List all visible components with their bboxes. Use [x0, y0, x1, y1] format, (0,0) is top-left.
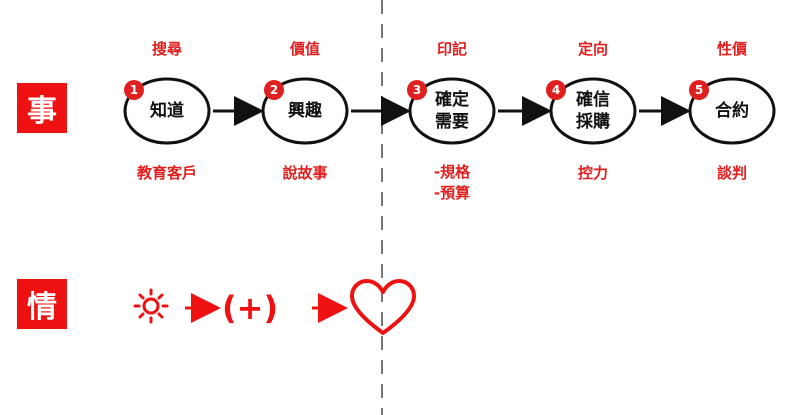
- stage-4-bottom-label: 控力: [538, 162, 648, 183]
- stage-3-node-line-2: 需要: [435, 112, 469, 132]
- stage-5-bottom-label: 談判: [677, 162, 787, 183]
- stage-3-node-label: 確定 需要: [412, 89, 492, 133]
- stage-4-node-line-2: 採購: [576, 112, 610, 132]
- stage-3-bottom-line-2: -預算: [433, 184, 471, 202]
- node-circle-1: [123, 77, 211, 145]
- stage-1-bottom-label: 教育客戶: [112, 162, 222, 183]
- stage-1-bottom-line-1: 教育客戶: [136, 164, 197, 182]
- stage-2-bottom-line-1: 說故事: [282, 164, 328, 182]
- stage-2-top-label: 價值: [289, 40, 320, 58]
- stage-4-number-badge: 4: [546, 80, 566, 100]
- stage-3-number-badge: 3: [407, 80, 427, 100]
- stage-3-node-line-1: 確定: [435, 90, 469, 110]
- stage-5-node-label: 合約: [692, 100, 772, 122]
- stage-2-number-badge: 2: [264, 80, 284, 100]
- row-tag-emotion: 情: [17, 279, 67, 329]
- stage-5-bottom-line-1: 談判: [716, 164, 747, 182]
- stage-3-bottom-label: -規格 -預算: [397, 162, 507, 204]
- stage-4-node-label: 確信 採購: [553, 89, 633, 133]
- stage-3-top-label: 印記: [436, 40, 467, 58]
- stage-1-node-label: 知道: [127, 100, 207, 122]
- heart-icon: [350, 279, 416, 335]
- stage-4-node-line-1: 確信: [576, 90, 610, 110]
- stage-5-number-badge: 5: [689, 80, 709, 100]
- stage-2-node-label: 興趣: [265, 100, 345, 122]
- stage-1-top-label: 搜尋: [151, 40, 182, 58]
- stage-4-bottom-line-1: 控力: [577, 164, 608, 182]
- stage-2-node-line-1: 興趣: [288, 101, 322, 121]
- row-tag-event: 事: [17, 83, 67, 133]
- sun-icon: [133, 288, 169, 324]
- stage-1-number-badge: 1: [124, 80, 144, 100]
- stage-2-bottom-label: 說故事: [250, 162, 360, 183]
- plus-symbol: (+): [222, 289, 279, 327]
- stage-4-top-label: 定向: [577, 40, 608, 58]
- stage-5-node-line-1: 合約: [715, 101, 749, 121]
- stage-3-bottom-line-1: -規格: [433, 163, 471, 181]
- stage-5-top-label: 性價: [716, 40, 747, 58]
- stage-1-node-line-1: 知道: [150, 101, 184, 121]
